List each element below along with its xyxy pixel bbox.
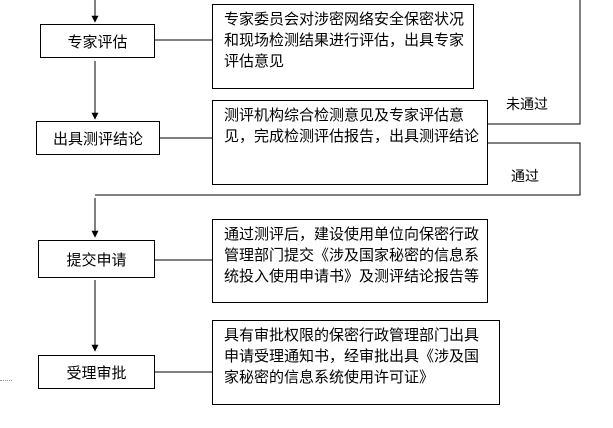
desc-review-approval-text: 具有审批权限的保密行政管理部门出具申请受理通知书，经审批出具《涉及国家秘密的信息… [224, 326, 480, 386]
desc-submit-application: 通过测评后，建设使用单位向保密行政管理部门提交《涉及国家秘密的信息系统投入使用申… [212, 219, 488, 303]
step-expert-review-label: 专家评估 [67, 32, 128, 51]
desc-expert-review-text: 专家委员会对涉密网络安全保密状况和现场检测结果进行评估，出具专家评估意见 [224, 10, 465, 70]
pass-path [95, 142, 581, 196]
pass-label: 通过 [511, 169, 539, 185]
step-review-approval: 受理审批 [38, 355, 155, 389]
step-issue-conclusion-label: 出具测评结论 [52, 129, 143, 148]
desc-review-approval: 具有审批权限的保密行政管理部门出具申请受理通知书，经审批出具《涉及国家秘密的信息… [212, 320, 500, 405]
fail-loop-path [488, 0, 581, 125]
desc-issue-conclusion: 测评机构综合检测意见及专家评估意见，完成检测评估报告，出具测评结论 [212, 100, 488, 185]
desc-expert-review: 专家委员会对涉密网络安全保密状况和现场检测结果进行评估，出具专家评估意见 [212, 4, 474, 89]
step-issue-conclusion: 出具测评结论 [36, 121, 160, 155]
fail-label: 未通过 [506, 97, 548, 113]
step-submit-application: 提交申请 [38, 240, 155, 278]
step-expert-review: 专家评估 [40, 24, 155, 58]
desc-issue-conclusion-text: 测评机构综合检测意见及专家评估意见，完成检测评估报告，出具测评结论 [224, 106, 480, 145]
step-review-approval-label: 受理审批 [66, 363, 127, 382]
desc-submit-application-text: 通过测评后，建设使用单位向保密行政管理部门提交《涉及国家秘密的信息系统投入使用申… [224, 225, 480, 285]
step-submit-application-label: 提交申请 [66, 250, 127, 269]
margin-mark [0, 380, 12, 383]
